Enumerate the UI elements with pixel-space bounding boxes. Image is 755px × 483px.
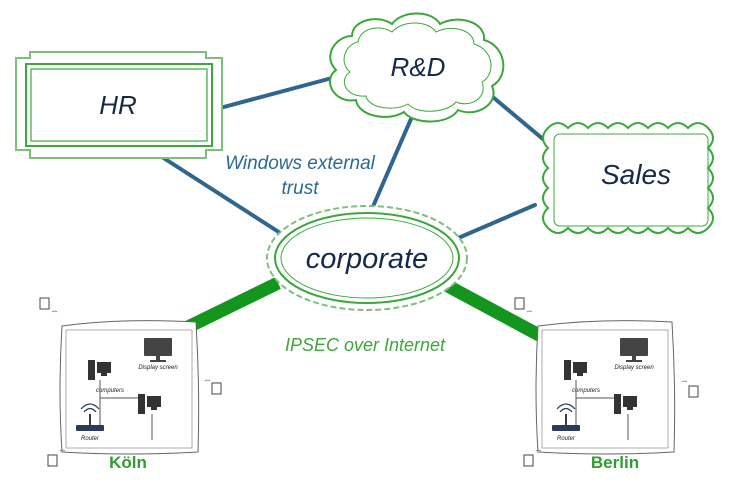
- trust-links: [146, 76, 558, 247]
- link-rnd-corporate: [366, 110, 416, 220]
- hr-label: HR: [99, 90, 137, 120]
- link-corporate-berlin: [442, 279, 556, 348]
- trust-label-line2: trust: [282, 178, 320, 199]
- computer-icon-2: [138, 394, 161, 440]
- router-icon: [552, 403, 580, 431]
- hr-node: HR: [15, 51, 223, 159]
- corporate-label: corporate: [306, 243, 429, 275]
- site-label-koeln: Köln: [109, 453, 147, 472]
- placeholder-box: [47, 449, 66, 467]
- link-corporate-koeln: [185, 277, 281, 333]
- site-koeln: Display screen computers Router Köln: [59, 320, 200, 472]
- site-label-berlin: Berlin: [591, 453, 639, 472]
- ipsec-label: IPSEC over Internet: [285, 335, 446, 355]
- placeholder-box: [681, 380, 699, 398]
- rnd-node: R&D: [329, 12, 505, 123]
- router-label: Router: [557, 436, 576, 442]
- computers-label: computers: [572, 388, 600, 394]
- router-icon: [76, 403, 104, 431]
- placeholder-box: [204, 379, 222, 395]
- sales-label: Sales: [601, 159, 671, 190]
- rnd-label: R&D: [391, 52, 446, 82]
- display-screen-label: Display screen: [614, 365, 654, 371]
- router-label: Router: [81, 436, 100, 442]
- corporate-node: corporate: [266, 205, 468, 311]
- computer-icon: [564, 360, 587, 380]
- display-screen-icon: [620, 338, 648, 362]
- site-berlin: Display screen computers Router Berlin: [535, 320, 676, 472]
- link-hr-corporate: [146, 146, 290, 240]
- placeholder-boxes: [39, 297, 699, 467]
- placeholder-box: [39, 297, 58, 313]
- display-screen-icon: [144, 338, 172, 362]
- placeholder-box: [514, 297, 533, 313]
- computer-icon: [88, 360, 111, 380]
- display-screen-label: Display screen: [138, 365, 178, 371]
- link-hr-rnd: [218, 76, 334, 110]
- placeholder-box: [523, 449, 542, 467]
- trust-label-line1: Windows external: [225, 153, 376, 174]
- computers-label: computers: [96, 388, 124, 394]
- computer-icon-2: [614, 394, 637, 440]
- ipsec-links: [185, 277, 556, 348]
- sales-node: Sales: [542, 122, 714, 234]
